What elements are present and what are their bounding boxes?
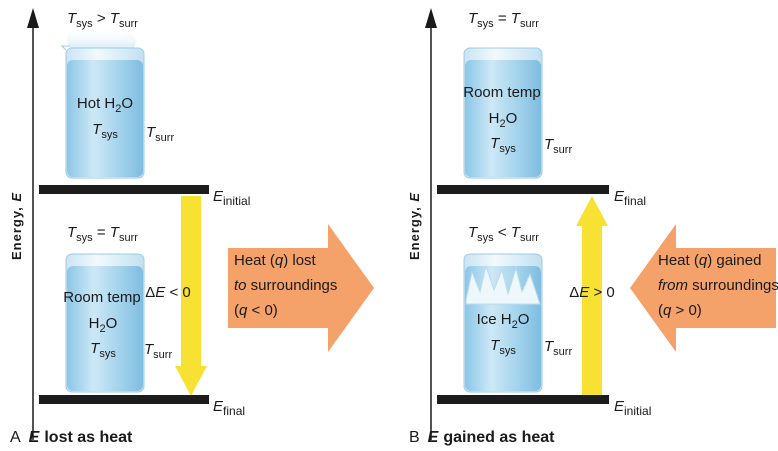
heat-lost-line2: to surroundings [234, 277, 337, 294]
steam-cloud [67, 26, 136, 48]
svg-text:Tsys: Tsys [92, 121, 118, 141]
top-tsurr-b: Tsurr [544, 136, 572, 156]
beaker-hot: Hot H2O Tsys [60, 45, 145, 179]
heat-gained-arrow [630, 224, 776, 352]
top-condition-a: Tsys > Tsurr [67, 10, 138, 30]
svg-text:H2O: H2O [89, 315, 118, 335]
axis-arrowhead-b [425, 8, 437, 28]
heat-gained-line1: Heat (q) gained [658, 252, 761, 269]
axis-label-b: Energy, E [407, 192, 422, 260]
level-label-final-a: Efinal [213, 398, 245, 418]
heat-lost-line3: (q < 0) [234, 302, 278, 319]
svg-text:Room temp: Room temp [63, 289, 141, 306]
delta-e-arrow-down [175, 196, 207, 396]
bottom-condition-b: Tsys < Tsurr [468, 224, 539, 244]
svg-text:Tsys: Tsys [90, 340, 116, 360]
svg-text:Tsys: Tsys [490, 135, 516, 155]
svg-text:Hot H2O: Hot H2O [77, 95, 133, 115]
heat-lost-line1: Heat (q) lost [234, 252, 317, 269]
panel-b: Energy, E Tsys = Tsurr Room temp H2O Tsy… [407, 8, 778, 446]
axis-label-a: Energy, E [9, 192, 24, 260]
bottom-tsurr-b: Tsurr [544, 338, 572, 358]
level-label-initial-b: Einitial [614, 398, 651, 418]
heat-gained-line3: (q > 0) [658, 302, 702, 319]
energy-level-final-a [39, 395, 209, 404]
beaker-room-temp-a: Room temp H2O Tsys [63, 253, 145, 393]
energy-level-final-b [437, 185, 609, 194]
delta-e-label-b: ΔE > 0 [569, 284, 614, 301]
beaker-ice: Ice H2O Tsys [463, 253, 543, 393]
bottom-condition-a: Tsys = Tsurr [67, 224, 138, 244]
energy-level-initial-b [437, 395, 609, 404]
svg-text:Room temp: Room temp [463, 84, 541, 101]
svg-text:H2O: H2O [489, 110, 518, 130]
level-label-initial-a: Einitial [213, 188, 250, 208]
beaker-room-temp-b: Room temp H2O Tsys [463, 47, 543, 179]
axis-arrowhead-a [27, 8, 39, 28]
svg-text:Ice H2O: Ice H2O [477, 311, 530, 331]
delta-e-label-a: ΔE < 0 [145, 284, 190, 301]
top-condition-b: Tsys = Tsurr [468, 10, 539, 30]
level-label-final-b: Efinal [614, 188, 646, 208]
delta-e-arrow-up [576, 196, 608, 396]
svg-text:Tsys: Tsys [490, 337, 516, 357]
top-tsurr-a: Tsurr [146, 124, 174, 144]
heat-gained-line2: from surroundings [658, 277, 778, 294]
panel-a: Energy, E Tsys > Tsurr Hot H2O Tsys Tsur… [9, 8, 374, 446]
ice-chunks [465, 264, 541, 305]
bottom-tsurr-a: Tsurr [144, 341, 172, 361]
energy-level-initial-a [39, 185, 209, 194]
heat-lost-arrow [228, 224, 374, 352]
